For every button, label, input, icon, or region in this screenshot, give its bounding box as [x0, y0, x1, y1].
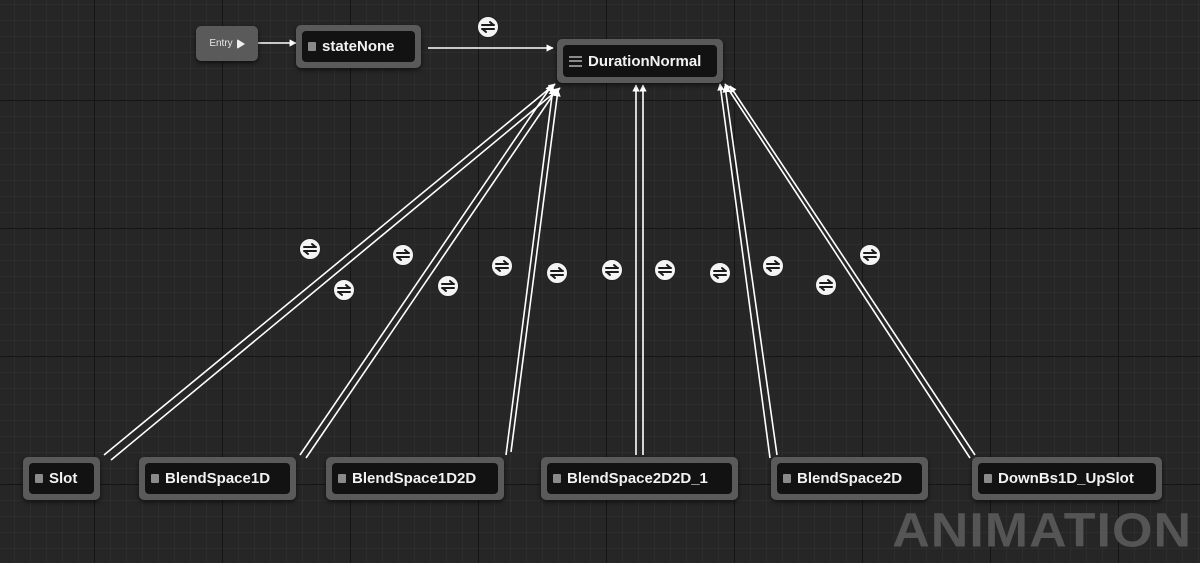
state-label: Slot [49, 470, 78, 487]
transition-rule-icon[interactable] [437, 275, 459, 297]
state-label: BlendSpace2D2D_1 [567, 470, 708, 487]
transition-rule-icon[interactable] [654, 259, 676, 281]
transition-rule-icon[interactable] [601, 259, 623, 281]
entry-node[interactable]: Entry [196, 26, 258, 61]
state-node-slot[interactable]: Slot [23, 457, 100, 500]
state-icon [338, 474, 346, 483]
state-icon [308, 42, 316, 51]
transition-rule-icon[interactable] [477, 16, 499, 38]
conduit-node-durationnormal[interactable]: DurationNormal [557, 39, 723, 83]
transition-wire[interactable] [299, 84, 553, 456]
state-icon [553, 474, 561, 483]
state-node-blendspace1d[interactable]: BlendSpace1D [139, 457, 296, 500]
state-icon [151, 474, 159, 483]
transition-wire[interactable] [717, 83, 771, 459]
transition-rule-icon[interactable] [546, 262, 568, 284]
state-node-blendspace2d2d-1[interactable]: BlendSpace2D2D_1 [541, 457, 738, 500]
play-arrow-icon [236, 38, 245, 49]
transition-wire[interactable] [110, 87, 561, 461]
state-label: DurationNormal [588, 52, 702, 70]
transition-wire[interactable] [724, 83, 971, 459]
conduit-icon [569, 55, 582, 67]
transition-rule-icon[interactable] [709, 262, 731, 284]
transition-rule-icon[interactable] [762, 255, 784, 277]
transition-rule-icon[interactable] [491, 255, 513, 277]
state-icon [35, 474, 43, 483]
animation-watermark: ANIMATION [892, 504, 1192, 558]
transition-wire[interactable] [729, 85, 976, 456]
transition-rule-icon[interactable] [299, 238, 321, 260]
state-label: DownBs1D_UpSlot [998, 470, 1134, 487]
transition-wire[interactable] [103, 83, 556, 456]
state-icon [984, 474, 992, 483]
transition-rule-icon[interactable] [333, 279, 355, 301]
state-label: BlendSpace2D [797, 470, 903, 487]
transition-wire[interactable] [305, 88, 558, 459]
transition-wire[interactable] [505, 87, 556, 456]
state-label: stateNone [322, 38, 395, 55]
transition-rule-icon[interactable] [859, 244, 881, 266]
transition-rule-icon[interactable] [815, 274, 837, 296]
state-icon [783, 474, 791, 483]
transition-wire[interactable] [510, 89, 561, 453]
state-node-statenone[interactable]: stateNone [296, 25, 421, 68]
state-label: BlendSpace1D [165, 470, 271, 487]
state-label: BlendSpace1D2D [352, 470, 477, 487]
state-node-blendspace2d[interactable]: BlendSpace2D [771, 457, 928, 500]
transition-rule-icon[interactable] [392, 244, 414, 266]
transition-wire[interactable] [722, 85, 778, 456]
state-node-downbs1d-upslot[interactable]: DownBs1D_UpSlot [972, 457, 1162, 500]
state-node-blendspace1d2d[interactable]: BlendSpace1D2D [326, 457, 504, 500]
entry-label: Entry [209, 38, 233, 49]
